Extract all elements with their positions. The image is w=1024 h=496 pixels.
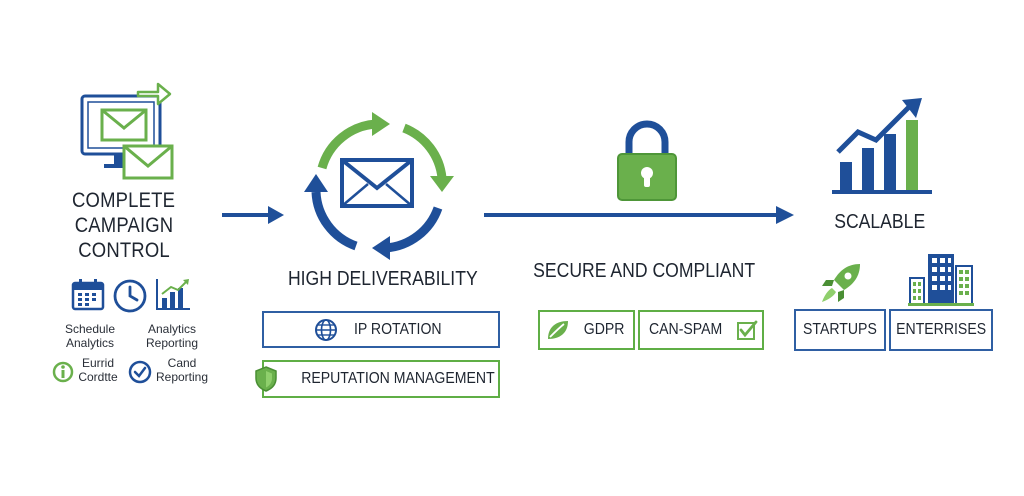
- padlock-icon: [617, 120, 677, 201]
- calendar-icon: [71, 279, 105, 311]
- feature-label: Cand Reporting: [146, 356, 218, 384]
- feature-label: Schedule Analytics: [50, 322, 130, 350]
- feature-label-line: Analytics: [147, 322, 197, 336]
- leaf-icon: [545, 318, 571, 342]
- rocket-icon: [822, 264, 860, 302]
- reputation-management-box: REPUTATION MANAGEMENT: [255, 360, 500, 398]
- startups-box: STARTUPS: [794, 309, 886, 351]
- analytics-chart-icon: [156, 279, 190, 310]
- feature-label-line: Analytics: [65, 336, 115, 350]
- flow-arrow-icon: [222, 206, 284, 224]
- deliverability-title: HIGH DELIVERABILITY: [270, 268, 496, 291]
- enterprises-label: ENTERRISES: [896, 321, 986, 338]
- buildings-icon: [908, 254, 974, 306]
- secure-compliant-title: SECURE AND COMPLIANT: [518, 260, 770, 283]
- info-circle-icon: [52, 361, 74, 383]
- feature-label-line: Reporting: [145, 336, 199, 350]
- globe-icon: [314, 318, 338, 342]
- feature-label-line: Reporting: [155, 370, 209, 384]
- flow-arrow-long-icon: [484, 206, 794, 224]
- monitor-email-icon: [80, 82, 174, 180]
- feature-label-line: Schedule: [64, 322, 116, 336]
- ip-rotation-box: IP ROTATION: [262, 311, 500, 348]
- shield-icon: [254, 366, 278, 392]
- feature-label-line: Cand: [167, 356, 197, 370]
- feature-label-line: Cordtte: [78, 370, 118, 384]
- growth-bar-chart-icon: [832, 98, 932, 194]
- title-line: CONTROL: [78, 239, 170, 262]
- scalable-title-text: SCALABLE: [834, 211, 926, 233]
- feature-label: Eurrid Cordtte: [66, 356, 130, 384]
- checkbox-icon: [736, 319, 758, 341]
- can-spam-box: CAN-SPAM: [638, 310, 764, 350]
- gdpr-label: GDPR: [584, 321, 625, 338]
- clock-icon: [113, 279, 147, 313]
- title-line: COMPLETE: [72, 189, 176, 212]
- reputation-management-label: REPUTATION MANAGEMENT: [301, 370, 495, 387]
- refresh-cycle-email-icon: [304, 112, 454, 260]
- feature-label: Analytics Reporting: [132, 322, 212, 350]
- can-spam-label: CAN-SPAM: [649, 321, 723, 338]
- gdpr-box: GDPR: [538, 310, 635, 350]
- title-line: CAMPAIGN: [74, 214, 174, 237]
- enterprises-box: ENTERRISES: [889, 309, 993, 351]
- ip-rotation-label: IP ROTATION: [354, 320, 442, 338]
- scalable-title: SCALABLE: [820, 211, 940, 234]
- deliverability-title-text: HIGH DELIVERABILITY: [288, 268, 478, 290]
- feature-label-line: Eurrid: [81, 356, 114, 370]
- startups-label: STARTUPS: [803, 321, 877, 338]
- check-circle-icon: [128, 360, 152, 384]
- campaign-control-title: COMPLETE CAMPAIGN CONTROL: [40, 188, 208, 263]
- secure-compliant-title-text: SECURE AND COMPLIANT: [533, 260, 756, 282]
